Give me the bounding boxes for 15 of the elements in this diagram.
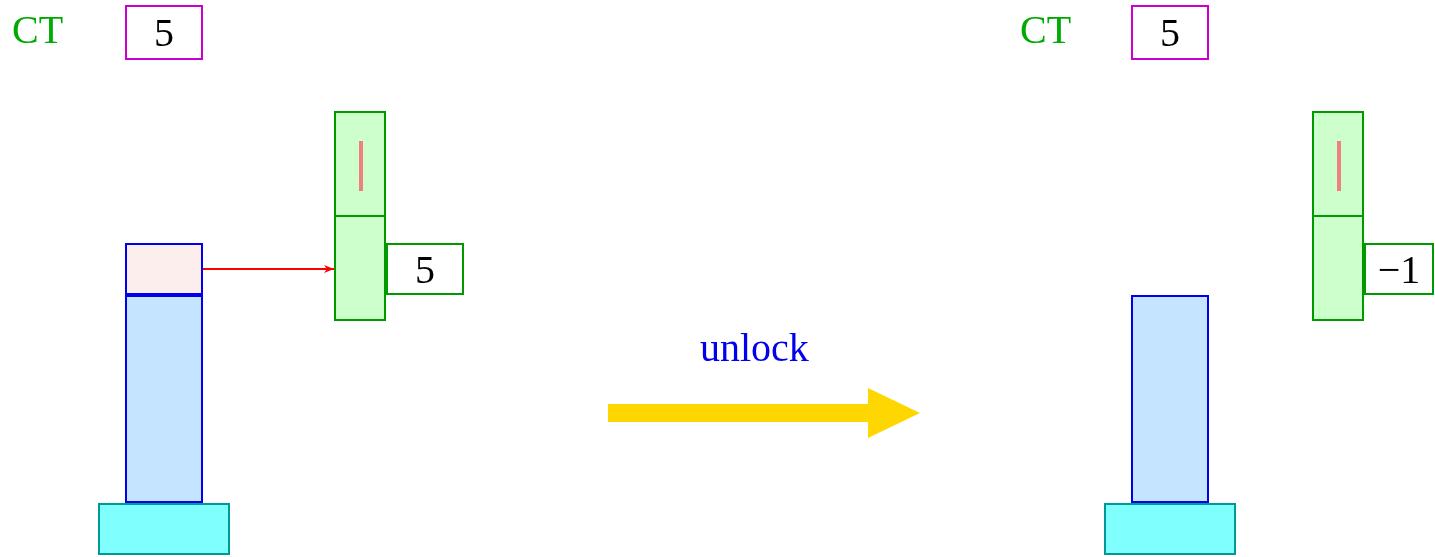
pointer-arrow — [202, 265, 335, 273]
heap-object — [1312, 111, 1364, 321]
stack-cell — [125, 243, 203, 295]
stack-body — [1131, 295, 1209, 503]
register-name: CT — [1020, 10, 1072, 50]
transition-label: unlock — [700, 328, 809, 368]
stack-base — [1104, 503, 1236, 555]
stack-body — [125, 295, 203, 503]
value-box: 5 — [386, 243, 464, 295]
value-box: −1 — [1364, 243, 1434, 295]
register-name: CT — [12, 10, 64, 50]
stack-base — [98, 503, 230, 555]
heap-object — [334, 111, 386, 321]
register-box: 5 — [125, 5, 203, 60]
register-box: 5 — [1131, 5, 1209, 60]
